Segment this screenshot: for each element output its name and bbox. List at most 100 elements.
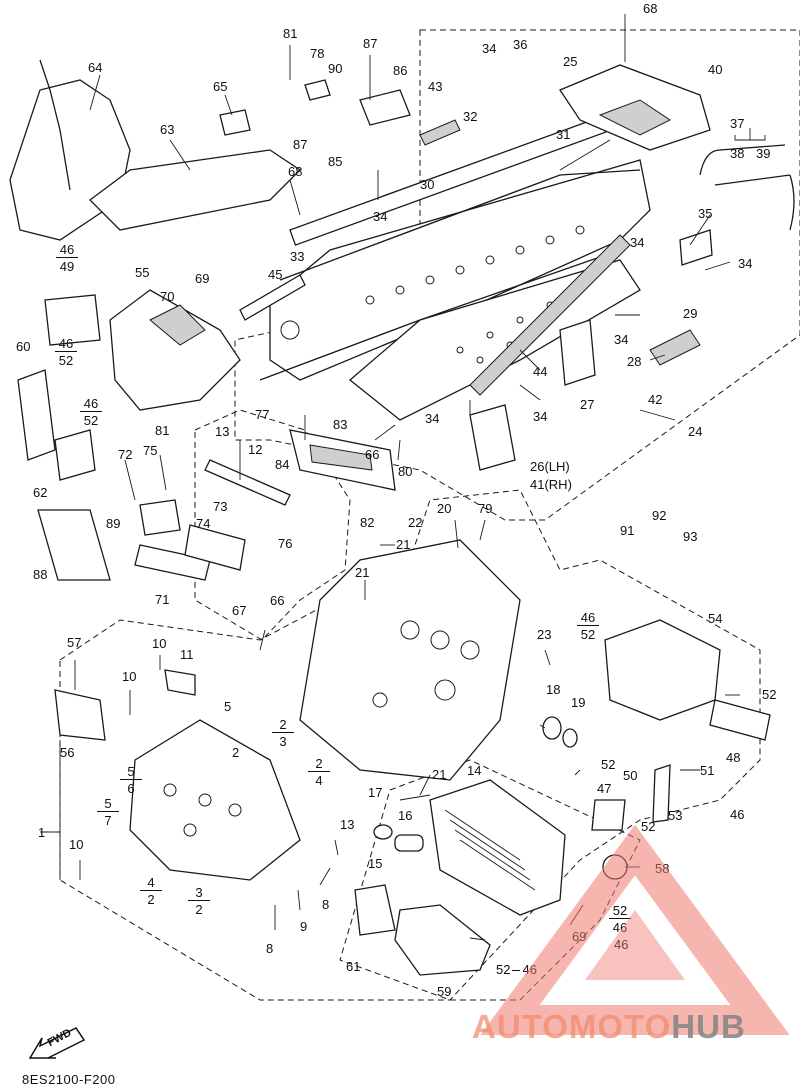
- callout-59: 59: [437, 984, 452, 999]
- callout-17: 17: [368, 785, 383, 800]
- callout-53: 53: [668, 808, 683, 823]
- callout-37: 37: [730, 116, 745, 131]
- callout-83: 83: [333, 417, 348, 432]
- callout-43: 43: [428, 79, 443, 94]
- callout-51: 51: [700, 763, 715, 778]
- intercooler-14: [429, 779, 566, 916]
- callout-78: 78: [310, 46, 325, 61]
- callout-61: 61: [346, 959, 361, 974]
- callout-33: 33: [290, 249, 305, 264]
- bulkhead-holes: [163, 783, 242, 837]
- callout-36: 36: [513, 37, 528, 52]
- callout-54: 54: [708, 611, 723, 626]
- callout-13: 13: [215, 424, 230, 439]
- callout-39: 39: [756, 146, 771, 161]
- bracket-56: [54, 689, 106, 741]
- grommet-17: [373, 824, 393, 840]
- callout-79: 79: [478, 501, 493, 516]
- duct-59: [394, 904, 491, 976]
- callout-26-lh: 26(LH): [530, 459, 570, 474]
- callout-9: 9: [300, 919, 308, 934]
- callout-12: 12: [248, 442, 263, 457]
- callout-34g: 34: [533, 409, 548, 424]
- callout-21b: 21: [355, 565, 370, 580]
- callout-15: 15: [368, 856, 383, 871]
- callout-28: 28: [627, 354, 642, 369]
- plate-90: [304, 79, 331, 101]
- callout-56: 56: [60, 745, 75, 760]
- callout-76: 76: [278, 536, 293, 551]
- callout-85: 85: [328, 154, 343, 169]
- callout-22: 22: [408, 515, 423, 530]
- bracket-42: [649, 329, 701, 366]
- callout-38: 38: [730, 146, 745, 161]
- callout-5a: 5: [224, 699, 232, 714]
- cover-54: [604, 619, 721, 721]
- callout-75: 75: [143, 443, 158, 458]
- callout-21: 21: [396, 537, 411, 552]
- callout-86: 86: [393, 63, 408, 78]
- bushing-15: [394, 834, 424, 852]
- callout-27: 27: [580, 397, 595, 412]
- callout-52c: 52: [641, 819, 656, 834]
- bracket-62: [54, 429, 96, 481]
- callout-32: 32: [463, 109, 478, 124]
- callout-81b: 81: [155, 423, 170, 438]
- callout-82: 82: [360, 515, 375, 530]
- front-left-frame-spine: [39, 59, 71, 191]
- cover-61: [354, 884, 396, 936]
- callout-46b: 46: [614, 938, 628, 952]
- callout-16: 16: [398, 808, 413, 823]
- callout-68b: 68: [288, 164, 303, 179]
- callout-34c: 34: [630, 235, 645, 250]
- bracket-74: [139, 499, 181, 536]
- seat-rail-45: [239, 274, 306, 321]
- callout-64: 64: [88, 60, 103, 75]
- bracket-50: [591, 799, 626, 831]
- front-bulkhead-left: [129, 719, 301, 881]
- seal-18: [542, 716, 562, 740]
- callout-68: 68: [643, 1, 658, 16]
- steering-stem-12: [204, 459, 291, 506]
- callout-88: 88: [33, 567, 48, 582]
- cover-60: [17, 369, 56, 461]
- plate-48: [709, 699, 771, 741]
- callout-80: 80: [398, 464, 413, 479]
- plate-86: [359, 89, 411, 126]
- cover-55-inner: [149, 304, 206, 346]
- callout-62: 62: [33, 485, 48, 500]
- bracket-51: [652, 764, 671, 823]
- callout-67: 67: [232, 603, 247, 618]
- callout-14: 14: [467, 763, 482, 778]
- callout-52b: 52: [601, 757, 616, 772]
- callout-25: 25: [563, 54, 578, 69]
- callout-10c: 10: [69, 837, 84, 852]
- callout-18: 18: [546, 682, 561, 697]
- callout-55: 55: [135, 265, 150, 280]
- callout-8b: 8: [266, 941, 274, 956]
- callout-74: 74: [196, 516, 211, 531]
- callout-60: 60: [16, 339, 31, 354]
- callout-66b: 66: [270, 593, 285, 608]
- callout-89: 89: [106, 516, 121, 531]
- callout-69: 69: [195, 271, 210, 286]
- suspension-frame-holes: [372, 620, 480, 708]
- watermark-brand-text: AUTOMOTOHUB: [472, 1008, 746, 1045]
- bracket-43: [419, 119, 461, 146]
- upper-cross-member-63: [89, 149, 302, 231]
- callout-19: 19: [571, 695, 586, 710]
- callout-92: 92: [652, 508, 667, 523]
- bracket-11: [164, 669, 196, 696]
- callout-31: 31: [556, 127, 571, 142]
- callout-29: 29: [683, 306, 698, 321]
- front-suspension-frame: [299, 539, 521, 781]
- bracket-27: [559, 319, 596, 386]
- steering-assembly-boundary: [194, 409, 351, 641]
